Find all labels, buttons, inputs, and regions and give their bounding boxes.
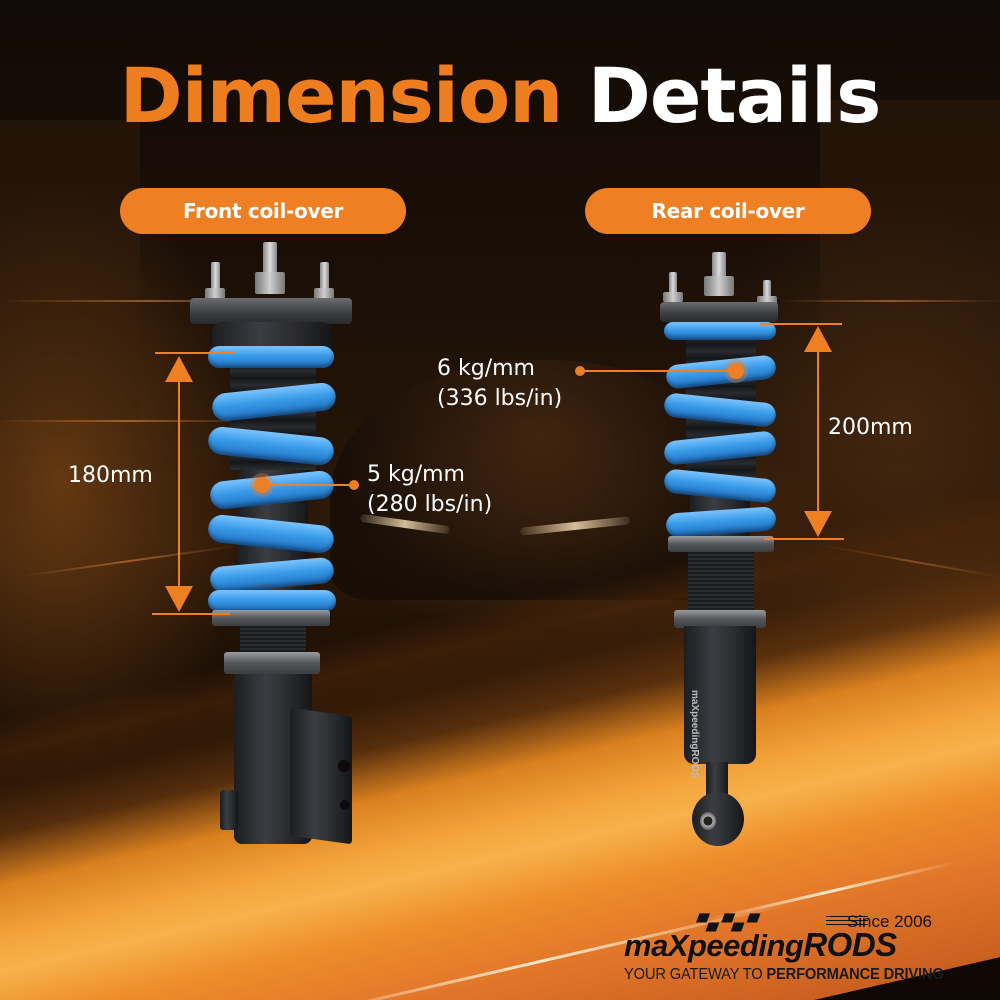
spring-coil [208,346,334,368]
bracket-bolt-hole [340,800,350,810]
rear-callout-line [582,370,734,372]
brand-logo: ▀▄▀▄▀ Since 2006 maXpeedingRODS YOUR GAT… [620,912,950,990]
light-streak [0,420,260,422]
rear-dim-top-line [760,323,842,325]
lower-spring-perch [668,536,774,552]
page-title: Dimension Details [0,48,1000,144]
mount-nut-right [314,288,334,300]
brand-tagline: YOUR GATEWAY TO PERFORMANCE DRIVING [624,966,944,984]
upper-spring-seat [212,322,332,350]
front-dim-arrow-up [165,356,193,382]
tagline-light: YOUR GATEWAY TO [624,966,767,983]
front-dim-bottom-line [152,613,230,615]
threaded-sleeve [240,626,306,656]
knuckle-bracket [290,707,352,845]
front-spring-rate-lbs: (280 lbs/in) [367,492,493,517]
center-stud [263,242,277,274]
bracket-bolt-hole [338,760,350,772]
front-dim-arrow-down [165,586,193,612]
front-spring-rate-kg: 5 kg/mm [367,462,465,487]
front-spring-length: 180mm [68,463,153,488]
mount-nut-left [663,292,683,302]
brand-name-suffix: RODS [803,926,897,963]
brand-since: Since 2006 [846,912,932,931]
rear-callout-anchor [728,363,744,379]
rear-dim-shaft [817,350,819,515]
front-dim-shaft [178,380,180,590]
background-building [0,120,140,420]
brake-line-tab [220,790,238,830]
spring-coil [664,322,776,340]
rear-dim-bottom-line [764,538,844,540]
spring-coil [208,590,336,612]
background-building [820,100,1000,460]
mount-stud-right [320,262,329,292]
front-callout-line [262,484,354,486]
top-mount-plate [190,298,352,324]
center-stud [712,252,726,278]
brand-name: maXpeedingRODS [624,926,897,964]
mount-stud-right [763,280,771,300]
light-streak [0,300,300,302]
spring-coil [209,556,335,594]
rear-dim-arrow-down [804,511,832,537]
front-callout-dot [349,480,359,490]
top-mount-plate [660,302,778,322]
rear-spring-length: 200mm [828,415,913,440]
light-streak [780,300,1000,302]
tagline-bold: PERFORMANCE DRIVING [766,966,944,983]
light-streak [20,544,240,578]
mount-nut-left [205,288,225,300]
mount-stud-left [669,272,677,296]
shock-body [684,626,756,764]
rear-dim-arrow-up [804,326,832,352]
lock-ring [674,610,766,628]
speed-lines-icon [826,916,868,928]
lower-spring-perch [212,610,330,626]
shock-body-print: maXpeedingRODS [689,690,700,779]
front-dim-top-line [155,352,235,354]
front-coilover-label: Front coil-over [182,199,344,223]
center-nut [255,272,285,294]
title-word-dimension: Dimension [119,51,564,140]
rear-spring-rate-kg: 6 kg/mm [437,356,535,381]
eyelet-bushing [700,812,716,830]
front-coilover-badge: Front coil-over [120,188,406,234]
shock-rod [706,762,728,798]
brand-name-prefix: maX [624,928,688,963]
rear-callout-dot [575,366,585,376]
mount-nut-right [757,296,777,306]
rear-coilover-label: Rear coil-over [651,199,805,223]
center-nut [704,276,734,296]
brand-name-middle: peeding [687,928,804,963]
rear-coilover-badge: Rear coil-over [585,188,871,234]
rear-spring-rate-lbs: (336 lbs/in) [437,386,563,411]
lock-ring [224,652,320,674]
threaded-sleeve [688,552,754,612]
title-word-details: Details [587,51,882,140]
mount-stud-left [211,262,220,292]
